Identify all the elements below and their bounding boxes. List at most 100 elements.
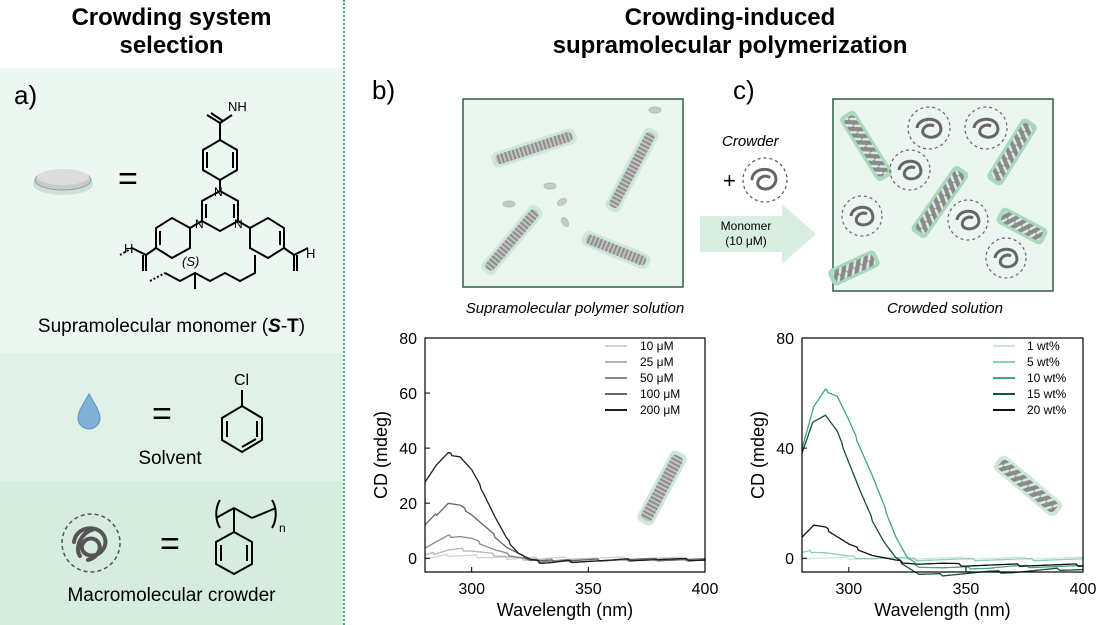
arrow-text: Monomer (10 μM) — [706, 219, 786, 249]
chlorine-label: Cl — [234, 372, 249, 389]
triazine-n-left: N — [195, 217, 204, 231]
polymer-fiber — [481, 205, 543, 275]
plot-frame — [424, 337, 706, 573]
crowding-system-panel: Crowding system selection a) = — [0, 0, 343, 625]
solvent-caption: Solvent — [138, 448, 202, 469]
legend-label: 10 μM — [640, 339, 674, 353]
x-tick-label: 300 — [458, 581, 485, 598]
plot-frame — [801, 337, 1084, 573]
legend-label: 100 μM — [640, 387, 680, 401]
y-axis-label: CD (mdeg) — [371, 411, 391, 499]
y-tick-label: 0 — [785, 551, 794, 568]
panel-label-b: b) — [372, 75, 396, 105]
series-line-5-wt- — [801, 549, 1084, 562]
legend-label: 50 μM — [640, 371, 674, 385]
right-title-line1: Crowding-induced — [624, 4, 836, 31]
monomer-structure-icon: NH N N N H H (S) — [119, 99, 315, 289]
chiral-center-label: (S) — [182, 254, 199, 269]
monomer-caption-suffix: ) — [298, 316, 306, 337]
crowder-caption: Macromolecular crowder — [67, 585, 276, 606]
series-line-200-m — [424, 451, 706, 565]
equals-monomer: = — [118, 160, 138, 198]
polymer-fiber — [581, 230, 651, 270]
y-tick-label: 0 — [408, 551, 417, 568]
x-axis-label: Wavelength (nm) — [874, 600, 1010, 620]
y-tick-label: 40 — [776, 441, 794, 458]
monomer-caption-s: S — [268, 316, 281, 337]
series-line-100-m — [424, 502, 706, 563]
triazine-n-top: N — [214, 185, 223, 199]
nh-top-label: NH — [228, 99, 247, 114]
legend-label: 25 μM — [640, 355, 674, 369]
process-arrow-icon — [700, 204, 816, 264]
free-monomers — [502, 106, 662, 228]
panel-label-c: c) — [733, 75, 755, 105]
crowder-coil-icon — [61, 513, 121, 573]
crowded-solution-box — [828, 98, 1054, 292]
bundled-fiber — [828, 250, 880, 286]
crowder-label: Crowder — [722, 133, 779, 150]
x-axis-label: Wavelength (nm) — [497, 600, 633, 620]
crowder-coil — [947, 199, 989, 241]
x-tick-label: 400 — [692, 581, 719, 598]
bundled-fiber — [840, 110, 892, 182]
y-tick-label: 80 — [399, 331, 417, 348]
legend-label: 10 wt% — [1027, 371, 1067, 385]
monomer-disc-icon — [33, 169, 93, 195]
left-title: Crowding system selection — [0, 4, 343, 60]
y-tick-label: 60 — [399, 386, 417, 403]
equals-crowder: = — [160, 525, 180, 563]
left-title-line1: Crowding system — [71, 4, 272, 31]
triazine-n-right: N — [234, 217, 243, 231]
crowder-coil-small-icon — [742, 157, 788, 203]
polystyrene-structure-icon: n — [215, 499, 286, 576]
legend-label: 20 wt% — [1027, 403, 1067, 417]
arrow-text-line1: Monomer — [720, 219, 772, 233]
crowder-coil — [841, 195, 883, 237]
inset-fiber-icon — [994, 455, 1062, 517]
bundled-fiber — [987, 118, 1037, 186]
crowder-coil — [985, 237, 1027, 279]
right-title-line2: supramolecular polymerization — [552, 32, 908, 59]
monomer-caption-prefix: Supramolecular monomer ( — [37, 316, 269, 337]
inset-fiber-icon — [637, 450, 687, 526]
y-tick-label: 80 — [776, 331, 794, 348]
bundled-fiber — [996, 207, 1048, 245]
monomer-band — [0, 68, 343, 353]
x-tick-label: 300 — [835, 581, 862, 598]
hn-right-label: H — [306, 246, 315, 261]
polymer-fiber — [491, 128, 577, 168]
caption-crowded-solution: Crowded solution — [887, 300, 1003, 317]
header-band — [0, 0, 343, 68]
right-title: Crowding-induced supramolecular polymeri… — [380, 4, 1080, 60]
section-divider — [343, 0, 345, 625]
series-line-1-wt- — [801, 556, 1084, 561]
y-tick-label: 20 — [399, 496, 417, 513]
crowder-coil — [889, 149, 931, 191]
legend-label: 200 μM — [640, 403, 680, 417]
x-tick-label: 350 — [953, 581, 980, 598]
repeat-n-label: n — [279, 521, 286, 535]
y-axis-label: CD (mdeg) — [748, 411, 768, 499]
crowder-band — [0, 481, 343, 625]
hn-left-label: H — [124, 241, 133, 256]
y-tick-label: 40 — [399, 441, 417, 458]
arrow-text-line2: (10 μM) — [725, 234, 767, 248]
plus-sign: + — [723, 168, 736, 193]
x-tick-label: 350 — [575, 581, 602, 598]
equals-solvent: = — [152, 395, 172, 433]
monomer-caption-t: T — [287, 316, 299, 337]
chlorobenzene-structure-icon: Cl — [221, 372, 263, 454]
crowder-coil — [964, 106, 1008, 150]
monomer-caption-dash: - — [280, 316, 288, 337]
legend-label: 5 wt% — [1027, 355, 1060, 369]
legend-label: 15 wt% — [1027, 387, 1067, 401]
legend-label: 1 wt% — [1027, 339, 1060, 353]
solvent-drop-icon — [77, 393, 101, 430]
crowder-coil — [907, 106, 951, 150]
monomer-caption: Supramolecular monomer (S-T) — [0, 316, 343, 338]
panel-label-a: a) — [14, 80, 38, 110]
bundled-fiber — [911, 166, 969, 238]
